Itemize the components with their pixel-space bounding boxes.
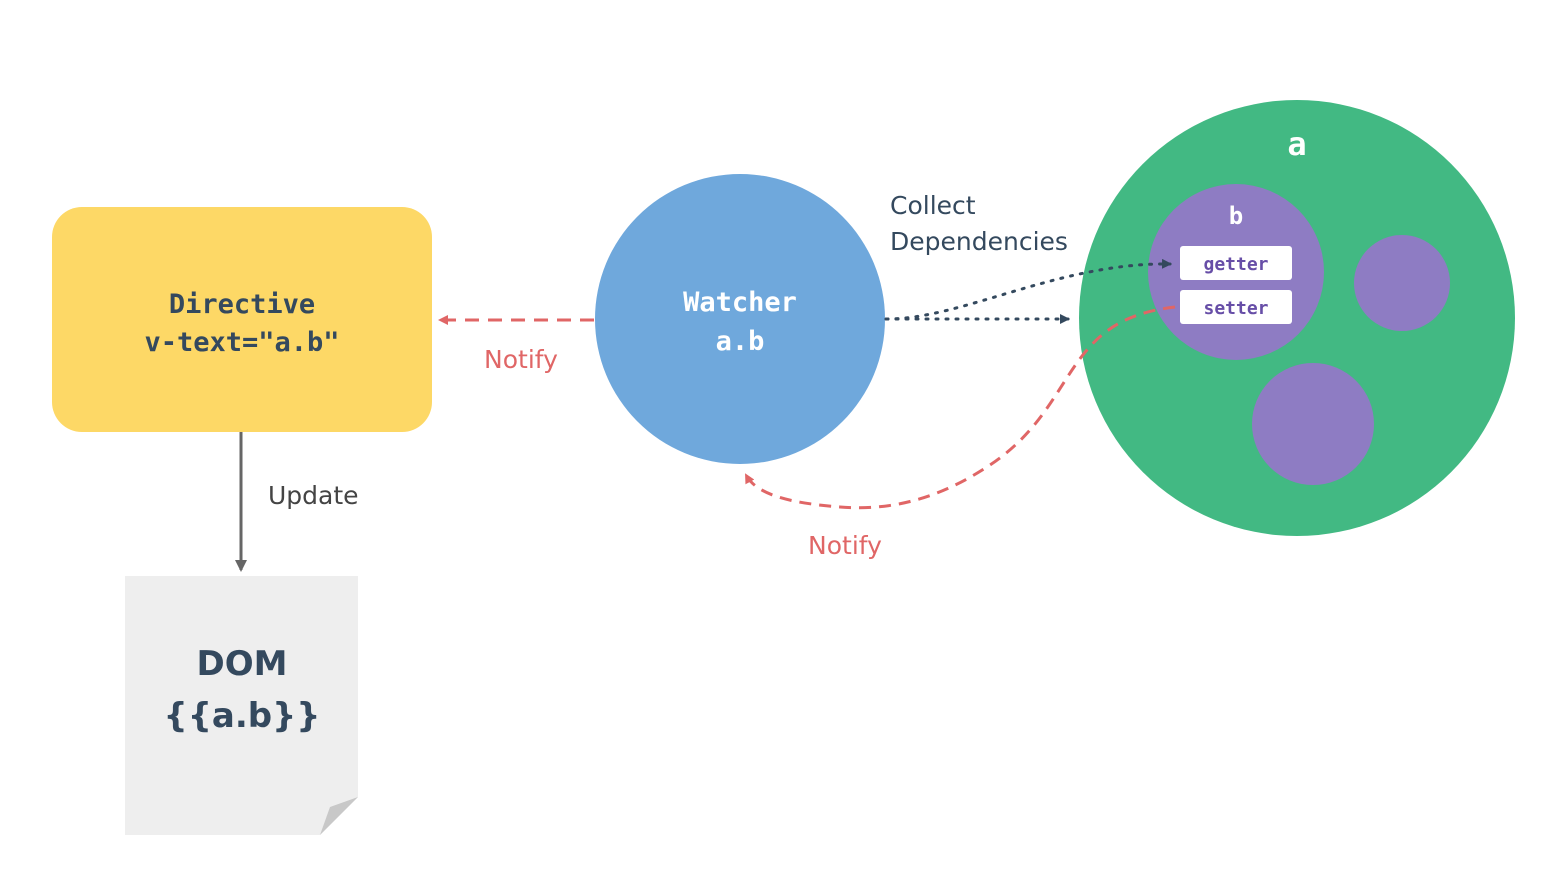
getter-label: getter	[1203, 254, 1268, 275]
getter-box	[1180, 246, 1292, 280]
directive-box	[52, 207, 432, 432]
nested-property-circle	[1354, 235, 1450, 331]
object-a-label: a	[1287, 125, 1306, 163]
collect-label-line2: Dependencies	[890, 227, 1068, 256]
watcher-circle	[595, 174, 885, 464]
dom-expression: {{a.b}}	[163, 696, 320, 736]
directive-title: Directive	[169, 289, 315, 320]
watcher-title: Watcher	[683, 287, 797, 318]
dom-document-fold	[320, 797, 358, 835]
object-b-label: b	[1229, 202, 1243, 230]
dom-title: DOM	[197, 644, 288, 684]
update-label: Update	[268, 481, 359, 510]
notify-directive-label: Notify	[484, 345, 558, 374]
setter-box	[1180, 290, 1292, 324]
dom-document	[125, 576, 358, 835]
nested-property-circle	[1252, 363, 1374, 485]
notify-watcher-label: Notify	[808, 531, 882, 560]
collect-dependency-arrow-getter	[884, 258, 1172, 321]
directive-expression: v-text="a.b"	[144, 327, 339, 358]
setter-label: setter	[1203, 298, 1268, 319]
collect-label-line1: Collect	[890, 191, 976, 220]
watcher-expression: a.b	[716, 326, 765, 357]
